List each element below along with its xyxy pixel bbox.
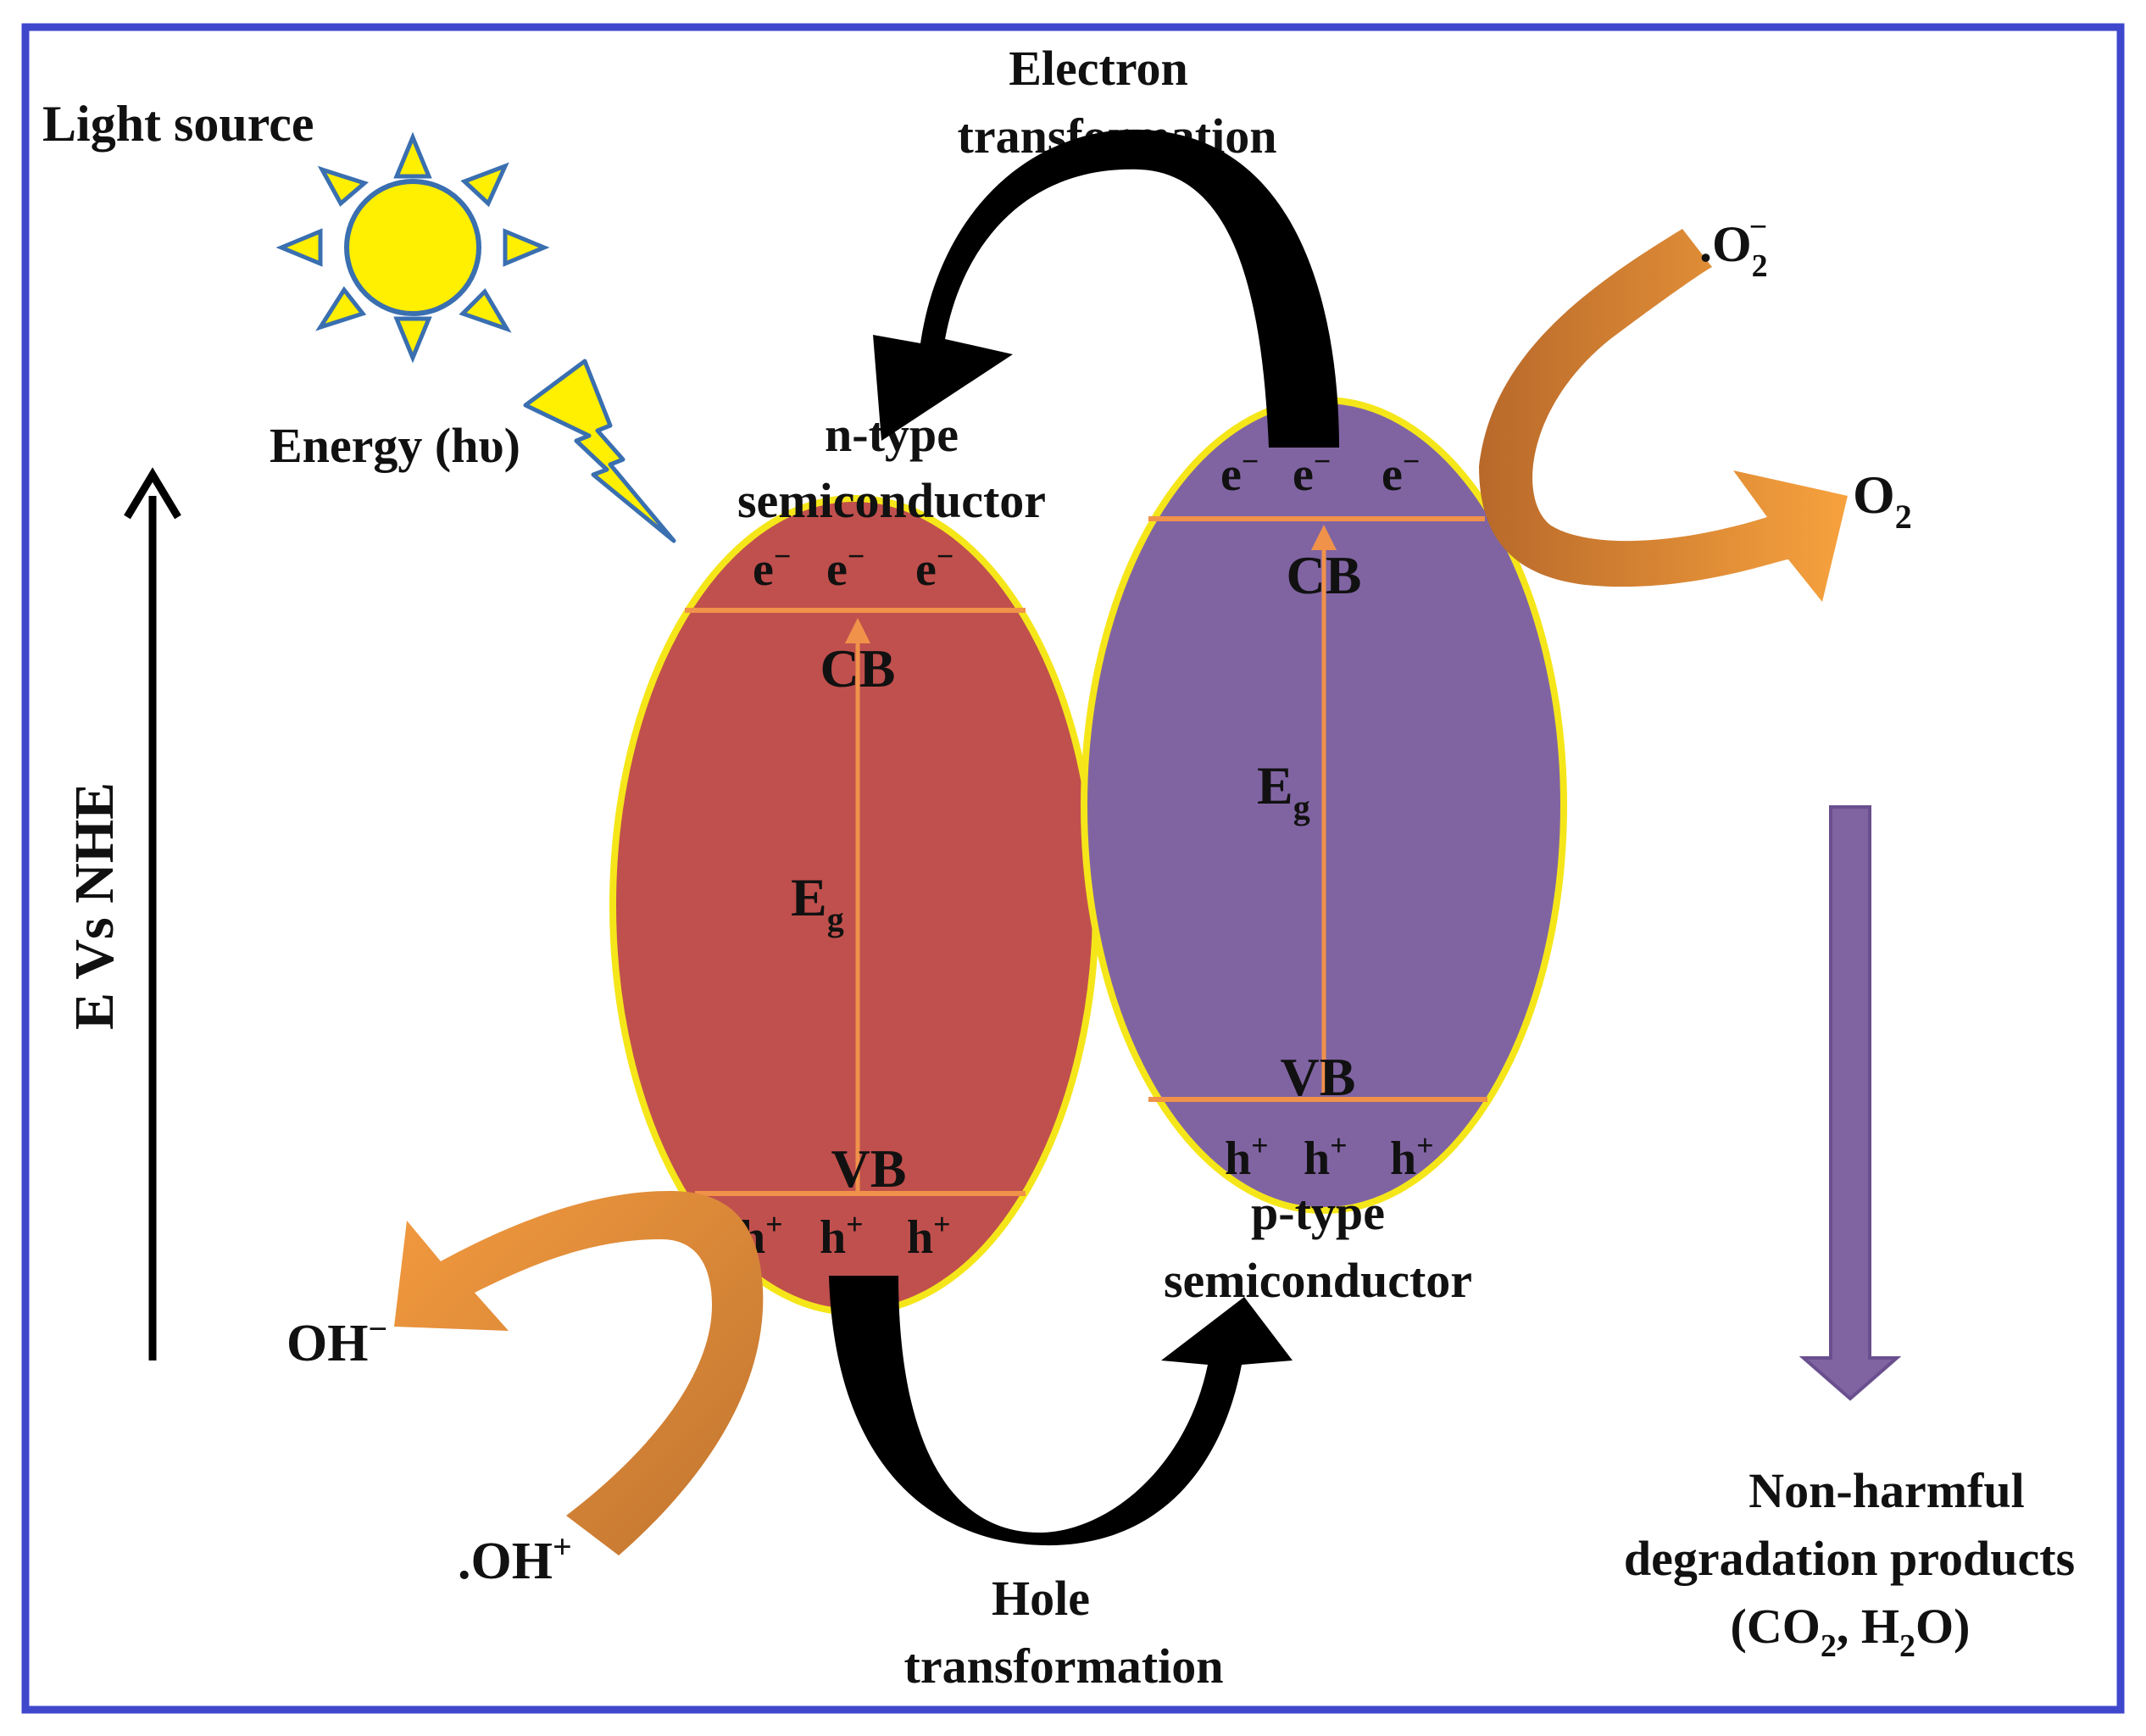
electron-transfer-label-line1: Electron bbox=[1009, 41, 1188, 96]
diagram-frame bbox=[21, 23, 2125, 1714]
electron: e− bbox=[915, 539, 953, 596]
n-type-vb-label: VB bbox=[831, 1138, 907, 1199]
n-type-label-line2: semiconductor bbox=[737, 473, 1046, 528]
n-type-eg-label: Eg bbox=[791, 867, 844, 938]
p-type-cb-label: CB bbox=[1287, 545, 1362, 605]
energy-axis-label: E Vs NHE bbox=[64, 782, 125, 1030]
p-type-holes: h+ h+ h+ bbox=[1225, 1128, 1434, 1185]
sun-icon bbox=[275, 131, 550, 364]
electron-transfer-arrow bbox=[873, 129, 1339, 448]
n-type-cb-label: CB bbox=[820, 638, 896, 698]
hole: h+ bbox=[1390, 1128, 1434, 1185]
electron: e− bbox=[753, 539, 791, 596]
hole-transfer-arrow bbox=[829, 1276, 1293, 1546]
electron: e− bbox=[826, 539, 865, 596]
p-type-label-line2: semiconductor bbox=[1164, 1253, 1472, 1308]
electron: e− bbox=[1382, 444, 1420, 501]
oxygen-label: O2 bbox=[1853, 465, 1912, 536]
electron: e− bbox=[1220, 444, 1259, 501]
p-type-eg-label: Eg bbox=[1257, 755, 1310, 826]
electron: e− bbox=[1293, 444, 1331, 501]
reduction-arrow bbox=[1479, 229, 1848, 602]
products-label-line2: degradation products bbox=[1624, 1531, 2075, 1586]
light-source-label: Light source bbox=[42, 96, 314, 152]
hole-transfer-label-line2: transformation bbox=[904, 1639, 1224, 1694]
p-type-electrons: e− e− e− bbox=[1220, 444, 1420, 501]
hole: h+ bbox=[820, 1207, 864, 1264]
hole: h+ bbox=[1304, 1128, 1348, 1185]
hole: h+ bbox=[907, 1207, 951, 1264]
degradation-arrow bbox=[1799, 805, 1902, 1401]
hydroxide-label: OH− bbox=[286, 1310, 387, 1372]
hole: h+ bbox=[1225, 1128, 1269, 1185]
energy-label: Energy (hυ) bbox=[270, 418, 520, 473]
superoxide-label: .O2− bbox=[1699, 209, 1768, 284]
oxidation-arrow bbox=[394, 1191, 764, 1555]
hydroxyl-radical-label: .OH+ bbox=[458, 1527, 572, 1590]
products-label-line1: Non-harmful bbox=[1748, 1463, 2024, 1518]
p-type-vb-label: VB bbox=[1281, 1047, 1356, 1107]
products-label-line3: (CO2, H2O) bbox=[1731, 1599, 1971, 1664]
p-type-label-line1: p-type bbox=[1251, 1185, 1385, 1240]
lightning-bolt-icon bbox=[523, 359, 676, 543]
hole-transfer-label-line1: Hole bbox=[992, 1571, 1090, 1626]
energy-axis-arrowhead bbox=[124, 467, 181, 520]
n-type-electrons: e− e− e− bbox=[753, 539, 953, 596]
